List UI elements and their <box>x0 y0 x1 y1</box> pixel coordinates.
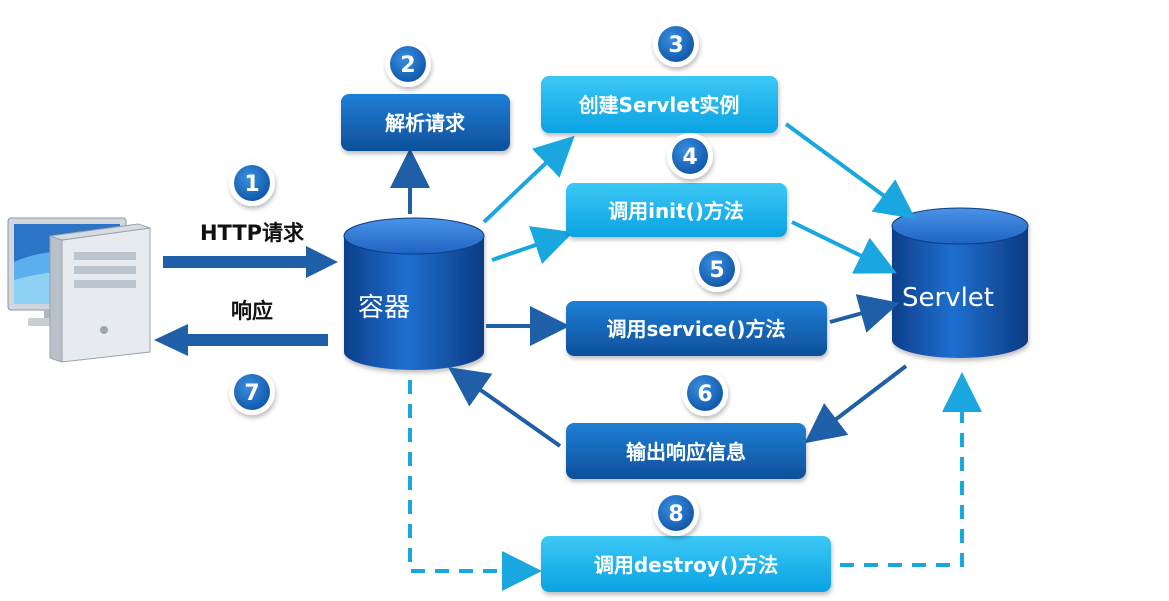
output-response-label: 输出响应信息 <box>626 440 746 464</box>
container-label: 容器 <box>358 293 410 323</box>
computer-icon <box>7 217 151 363</box>
arrow-create-to-servlet <box>784 122 916 220</box>
parse-request-label: 解析请求 <box>385 111 466 135</box>
step-badge-5: 5 <box>694 246 740 292</box>
step-badge-4: 4 <box>667 133 713 179</box>
arrow-servlet-to-output <box>804 364 908 444</box>
step-badge-7: 7 <box>229 369 275 415</box>
arrow-service-to-servlet <box>829 294 900 333</box>
svg-text:4: 4 <box>682 145 697 170</box>
http-request-label: HTTP请求 <box>200 221 304 245</box>
servlet-cylinder <box>891 207 1029 358</box>
arrow-container-to-destroy-dashed <box>408 380 542 591</box>
call-init-box <box>566 183 787 237</box>
call-service-label: 调用service()方法 <box>607 317 786 341</box>
response-arrow <box>154 324 328 356</box>
step-badge-8: 8 <box>653 490 699 536</box>
step-badge-2: 2 <box>385 41 431 87</box>
step-badge-6: 6 <box>682 370 728 416</box>
arrow-container-to-create <box>482 135 575 224</box>
container-cylinder <box>343 217 485 370</box>
svg-text:3: 3 <box>668 33 683 58</box>
svg-text:8: 8 <box>668 502 683 527</box>
response-label: 响应 <box>231 299 273 323</box>
arrow-output-to-container <box>448 367 562 448</box>
svg-text:1: 1 <box>244 172 259 197</box>
create-instance-box <box>541 76 778 133</box>
svg-text:5: 5 <box>709 258 724 283</box>
output-response-box <box>566 423 806 479</box>
svg-text:2: 2 <box>400 53 415 78</box>
parse-request-box <box>341 94 510 151</box>
step-badge-1: 1 <box>229 160 275 206</box>
arrow-container-to-init <box>491 226 574 264</box>
svg-text:6: 6 <box>697 382 712 407</box>
step-badge-3: 3 <box>653 21 699 67</box>
arrow-init-to-servlet <box>791 220 897 274</box>
servlet-label: Servlet <box>902 283 994 313</box>
call-init-label: 调用init()方法 <box>608 199 744 223</box>
svg-text:7: 7 <box>244 381 259 406</box>
arrow-destroy-to-servlet-dashed <box>840 372 982 567</box>
computer-tower-icon <box>49 223 151 363</box>
create-instance-label: 创建Servlet实例 <box>578 93 740 117</box>
call-destroy-box <box>541 536 831 592</box>
http-request-arrow <box>163 246 338 278</box>
call-service-box <box>566 301 827 356</box>
call-destroy-label: 调用destroy()方法 <box>594 553 778 577</box>
